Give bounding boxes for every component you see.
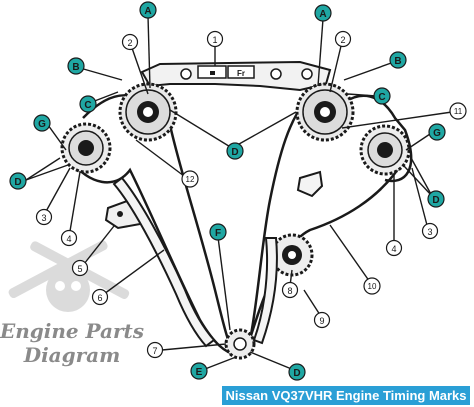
svg-text:3: 3 (427, 227, 432, 237)
cover-fr-text: Fr (237, 69, 245, 78)
callout-e: E (190, 362, 208, 380)
leader-lines (25, 15, 453, 371)
callout-2-left: 2 (121, 33, 139, 51)
callout-1: 1 (206, 30, 224, 48)
callout-a-right: A (314, 4, 332, 22)
svg-text:8: 8 (287, 286, 292, 296)
svg-text:9: 9 (319, 316, 324, 326)
callout-12: 12 (181, 170, 199, 188)
callout-g-left: G (33, 114, 51, 132)
tension-guide (252, 237, 278, 345)
callout-10: 10 (363, 277, 381, 295)
svg-text:F: F (215, 228, 221, 239)
callout-4-left: 4 (60, 229, 78, 247)
callout-3-right: 3 (421, 222, 439, 240)
letter-callouts: A A B B C C G G D D D D F E (9, 1, 446, 381)
svg-text:E: E (196, 367, 203, 378)
callout-d-bottom: D (288, 363, 306, 381)
right-bracket (296, 170, 324, 198)
svg-text:5: 5 (77, 264, 82, 274)
callout-g-right: G (428, 123, 446, 141)
svg-text:3: 3 (41, 213, 46, 223)
callout-a-left: A (139, 1, 157, 19)
svg-text:D: D (231, 147, 238, 158)
right-camshaft-sprocket (295, 82, 355, 142)
svg-text:12: 12 (186, 175, 195, 184)
callout-4-right: 4 (385, 239, 403, 257)
svg-text:A: A (144, 6, 151, 17)
watermark-line-1: Engine Parts (0, 319, 144, 343)
right-exhaust-sprocket (359, 124, 411, 176)
left-exhaust-sprocket (60, 122, 112, 174)
svg-text:2: 2 (127, 38, 132, 48)
svg-text:6: 6 (97, 293, 102, 303)
callout-c-left: C (79, 95, 97, 113)
callout-f: F (209, 223, 227, 241)
svg-text:D: D (432, 195, 439, 206)
svg-text:B: B (72, 62, 79, 73)
callout-3-left: 3 (35, 208, 53, 226)
callout-2-right: 2 (334, 30, 352, 48)
svg-text:1: 1 (212, 35, 217, 45)
svg-text:11: 11 (454, 107, 463, 116)
left-camshaft-sprocket (118, 82, 178, 142)
svg-text:A: A (319, 9, 326, 20)
timing-cover-top: Fr (140, 60, 332, 92)
svg-text:C: C (84, 100, 91, 111)
callout-5: 5 (71, 259, 89, 277)
svg-text:G: G (433, 128, 441, 139)
svg-text:10: 10 (368, 282, 377, 291)
callout-d-right: D (427, 190, 445, 208)
svg-text:4: 4 (66, 234, 71, 244)
svg-text:D: D (293, 368, 300, 379)
svg-text:7: 7 (152, 346, 157, 356)
callout-11: 11 (449, 102, 467, 120)
watermark-logo (8, 240, 130, 312)
svg-text:D: D (14, 177, 21, 188)
svg-text:G: G (38, 119, 46, 130)
idler-sprocket (270, 233, 314, 277)
svg-text:4: 4 (391, 244, 396, 254)
callout-7: 7 (146, 341, 164, 359)
callout-6: 6 (91, 288, 109, 306)
svg-text:C: C (378, 92, 385, 103)
callout-9: 9 (313, 311, 331, 329)
watermark-line-2: Diagram (23, 343, 121, 367)
svg-text:B: B (394, 56, 401, 67)
callout-b-left: B (67, 57, 85, 75)
diagram-caption: Nissan VQ37VHR Engine Timing Marks (222, 386, 470, 405)
number-callouts: 1 2 2 3 3 4 4 5 6 7 8 9 10 11 12 (35, 30, 467, 359)
callout-8: 8 (281, 281, 299, 299)
crankshaft-sprocket (224, 328, 256, 360)
callout-b-right: B (389, 51, 407, 69)
callout-d-left: D (9, 172, 27, 190)
callout-d-center: D (226, 142, 244, 160)
svg-text:2: 2 (340, 35, 345, 45)
callout-c-right: C (373, 87, 391, 105)
